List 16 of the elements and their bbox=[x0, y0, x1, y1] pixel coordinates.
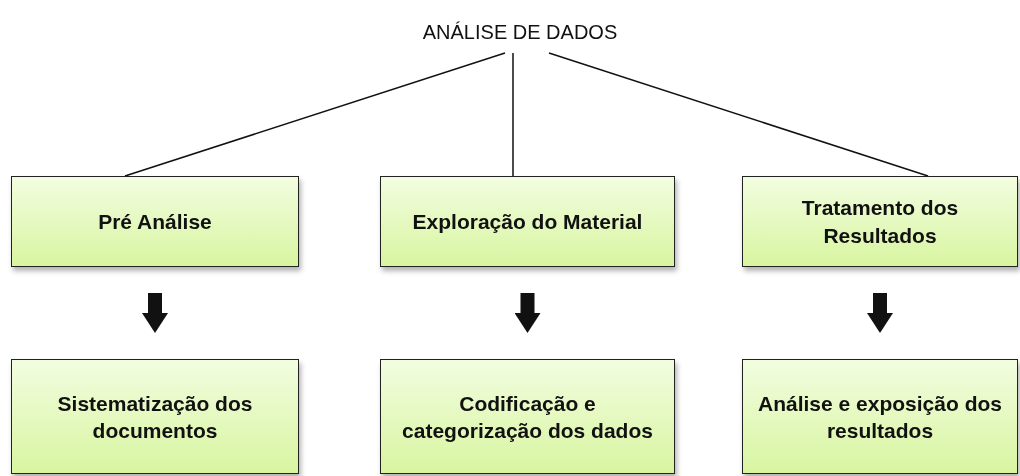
connector-line bbox=[512, 52, 514, 177]
box-label: Análise e exposição dos resultados bbox=[757, 391, 1003, 445]
box-label: Exploração do Material bbox=[412, 208, 643, 235]
process-box bbox=[380, 359, 675, 474]
heading-text: ANÁLISE DE DADOS bbox=[370, 14, 670, 50]
box-label: Pré Análise bbox=[98, 208, 212, 235]
connector-line bbox=[548, 52, 929, 177]
box-label: Sistematização dos documentos bbox=[56, 391, 254, 445]
connector-line bbox=[124, 52, 506, 177]
box-label: Codificação e categorização dos dados bbox=[401, 391, 654, 445]
process-box bbox=[742, 176, 1018, 267]
process-box bbox=[11, 176, 299, 267]
box-label: Tratamento dos Resultados bbox=[800, 195, 960, 249]
process-box bbox=[380, 176, 675, 267]
process-box bbox=[742, 359, 1018, 474]
process-box bbox=[11, 359, 299, 474]
